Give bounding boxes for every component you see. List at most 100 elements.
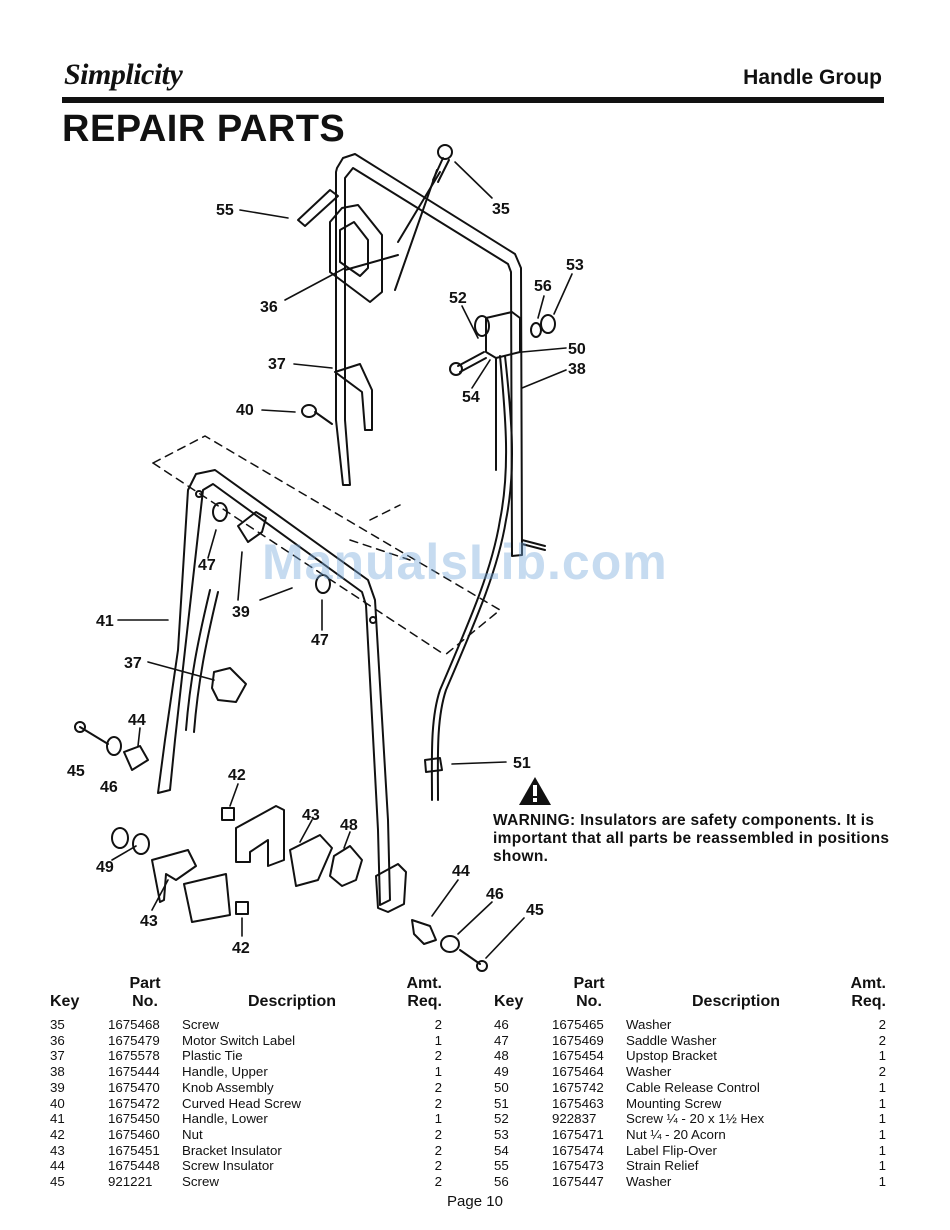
part-key: 54 — [494, 1142, 509, 1158]
part-key: 46 — [494, 1017, 509, 1032]
header-rule — [62, 97, 884, 103]
callout-49: 49 — [96, 859, 114, 876]
part-description: Bracket Insulator — [182, 1142, 282, 1158]
part-number: 1675471 — [552, 1126, 604, 1142]
part-amount: 1 — [434, 1032, 442, 1048]
plastic-tie-upper — [334, 363, 373, 431]
part-number: 1675454 — [552, 1048, 604, 1064]
part-description: Strain Relief — [626, 1158, 699, 1174]
part-amount: 2 — [434, 1017, 442, 1032]
part-description: Curved Head Screw — [182, 1095, 301, 1111]
callout-48: 48 — [340, 817, 358, 834]
part-amount: 1 — [878, 1111, 886, 1127]
page-title: REPAIR PARTS — [62, 108, 346, 150]
part-amount: 2 — [878, 1017, 886, 1032]
part-amount: 2 — [434, 1048, 442, 1064]
lower-strip — [185, 589, 211, 731]
part-key: 35 — [50, 1017, 65, 1032]
part-key: 41 — [50, 1111, 65, 1127]
callout-53: 53 — [566, 257, 584, 274]
callout-52: 52 — [449, 290, 467, 307]
callout-56: 56 — [534, 278, 552, 295]
part-amount: 2 — [434, 1126, 442, 1142]
part-description: Screw — [182, 1017, 219, 1032]
part-amount: 1 — [878, 1126, 886, 1142]
saddle-washer-left — [212, 502, 228, 522]
part-amount: 1 — [878, 1142, 886, 1158]
part-description: Saddle Washer — [626, 1032, 717, 1048]
part-key: 51 — [494, 1095, 509, 1111]
table-row: 51 1675463 Mounting Screw 1 — [494, 1096, 886, 1112]
watermark: ManualsLib.com — [262, 534, 668, 590]
lower-handle — [157, 469, 391, 906]
part-number: 1675742 — [552, 1079, 604, 1095]
acorn-nut-53 — [540, 314, 556, 334]
curved-head-screw — [301, 404, 333, 425]
warning-icon — [519, 777, 551, 805]
washer-49 — [111, 827, 129, 849]
table-row: 54 1675474 Label Flip-Over 1 — [494, 1143, 886, 1159]
part-description: Washer — [626, 1017, 672, 1032]
part-description: Motor Switch Label — [182, 1032, 296, 1048]
mounting-screw-51 — [424, 757, 443, 773]
callout-47-right: 47 — [311, 632, 329, 649]
part-description: Mounting Screw — [626, 1095, 722, 1111]
screw-35 — [432, 144, 453, 183]
upstop-bracket — [329, 845, 363, 887]
part-number: 1675469 — [552, 1032, 604, 1048]
part-amount: 2 — [434, 1158, 442, 1174]
header-amt-req: Amt.Req. — [850, 975, 886, 1010]
part-number: 1675460 — [108, 1126, 160, 1142]
part-amount: 2 — [434, 1174, 442, 1190]
part-number: 1675470 — [108, 1079, 160, 1095]
part-number: 1675472 — [108, 1095, 160, 1111]
part-number: 1675468 — [108, 1017, 160, 1032]
header-key: Key — [50, 993, 80, 1010]
header-amt-req: Amt.Req. — [406, 975, 442, 1010]
bracket-insulators — [151, 805, 333, 923]
part-key: 48 — [494, 1048, 509, 1064]
part-number: 1675447 — [552, 1174, 604, 1190]
callout-37-upper: 37 — [268, 356, 286, 373]
part-key: 40 — [50, 1095, 65, 1111]
part-number: 1675464 — [552, 1064, 604, 1080]
part-key: 49 — [494, 1064, 509, 1080]
leader-lines — [111, 161, 573, 959]
part-description: Handle, Upper — [182, 1064, 268, 1080]
page-number: Page 10 — [447, 1193, 503, 1210]
part-number: 1675450 — [108, 1111, 160, 1127]
part-amount: 1 — [878, 1158, 886, 1174]
callout-46-left: 46 — [100, 779, 118, 796]
callout-54: 54 — [462, 389, 480, 406]
part-number: 1675448 — [108, 1158, 160, 1174]
callout-55: 55 — [216, 202, 234, 219]
callout-51: 51 — [513, 755, 531, 772]
part-number: 1675451 — [108, 1142, 160, 1158]
screw-52 — [449, 351, 487, 376]
part-description: Upstop Bracket — [626, 1048, 717, 1064]
callout-50: 50 — [568, 341, 586, 358]
callout-37-lower: 37 — [124, 655, 142, 672]
part-description: Label Flip-Over — [626, 1142, 717, 1158]
callout-43-lower: 43 — [140, 913, 158, 930]
part-number: 1675474 — [552, 1142, 604, 1158]
part-key: 56 — [494, 1174, 509, 1190]
part-key: 55 — [494, 1158, 509, 1174]
part-number: 1675463 — [552, 1095, 604, 1111]
plastic-tie-lower — [211, 667, 247, 703]
part-amount: 1 — [878, 1095, 886, 1111]
part-number: 1675479 — [108, 1032, 160, 1048]
table-row: 35 1675468 Screw 2 — [50, 1017, 442, 1033]
part-amount: 1 — [878, 1048, 886, 1064]
callout-42-upper: 42 — [228, 767, 246, 784]
callout-38: 38 — [568, 361, 586, 378]
